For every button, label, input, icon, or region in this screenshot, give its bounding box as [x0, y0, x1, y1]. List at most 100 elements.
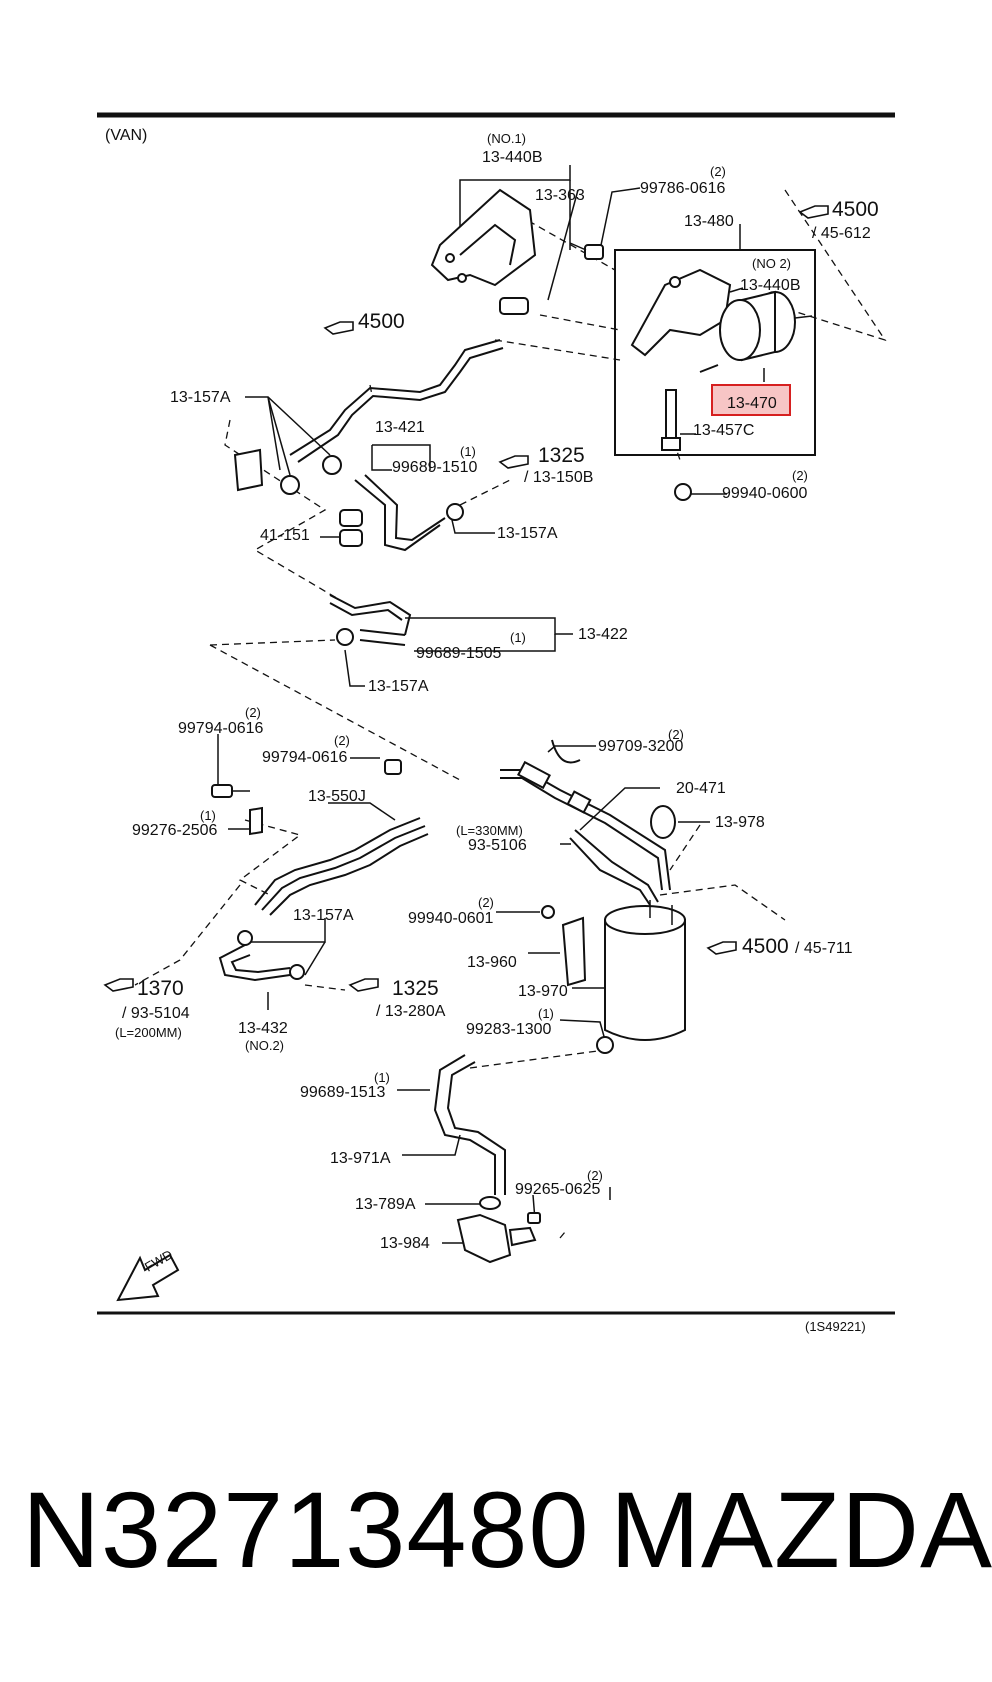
ref-13-150b: / 13-150B [524, 469, 593, 486]
label-99689-1510: 99689-1510 [392, 459, 478, 476]
ref-1325-b: 1325 [392, 977, 439, 1000]
valve-13-984 [456, 1213, 537, 1264]
label-13-432: 13-432 [238, 1020, 288, 1037]
label-99940-0600: 99940-0600 [722, 485, 808, 502]
label-no2-a: (NO 2) [752, 256, 791, 271]
hose-13-422 [329, 594, 412, 646]
bolt-99786 [569, 242, 604, 260]
drawing-id: (1S49221) [805, 1319, 866, 1334]
label-qty-2b: (2) [792, 468, 808, 483]
label-qty-2g: (2) [587, 1168, 603, 1183]
nut-99940-0601 [541, 905, 555, 919]
bracket-13-960 [561, 916, 587, 987]
filter-13-470 [699, 290, 813, 373]
clip-41-151 [339, 509, 363, 547]
ref-93-5104: / 93-5104 [122, 1005, 190, 1022]
clip-99276 [249, 806, 263, 836]
label-13-984: 13-984 [380, 1235, 430, 1252]
ref-45-612: / 45-612 [812, 225, 871, 242]
label-13-971a: 13-971A [330, 1150, 391, 1167]
label-93-5106: 93-5106 [468, 837, 527, 854]
label-13-789a: 13-789A [355, 1196, 416, 1213]
label-13-550j: 13-550J [308, 788, 366, 805]
label-99276-2506: 99276-2506 [132, 822, 218, 839]
label-13-970: 13-970 [518, 983, 568, 1000]
label-qty-1d: (1) [538, 1006, 554, 1021]
label-qty-1c: (1) [200, 808, 216, 823]
connector-13-363 [499, 297, 529, 315]
callout-labels: (VAN) (NO.1) 13-440B 13-363 (2) 99786-06… [105, 127, 879, 1334]
label-13-157a-4: 13-157A [293, 907, 354, 924]
clamp-99283 [596, 1036, 614, 1054]
label-qty-1b: (1) [510, 630, 526, 645]
label-13-157a-3: 13-157A [368, 678, 429, 695]
leader-lines [217, 165, 765, 1244]
ref-45-711: / 45-711 [795, 940, 853, 957]
part-number: N32713480 [22, 1469, 590, 1590]
pointing-hand-icons [103, 205, 829, 992]
label-99794-0616-a: 99794-0616 [178, 720, 264, 737]
fwd-arrow-icon [116, 1253, 180, 1302]
label-13-480: 13-480 [684, 213, 734, 230]
label-99794-0616-b: 99794-0616 [262, 749, 348, 766]
clamp-13-978 [650, 805, 676, 839]
bolt-13-457c [661, 389, 681, 451]
ref-13-280a: / 13-280A [376, 1003, 446, 1020]
label-13-157a-1: 13-157A [170, 389, 231, 406]
label-length-200: (L=200MM) [115, 1025, 182, 1040]
ref-4500-c: 4500 [742, 935, 789, 958]
label-13-157a-2: 13-157A [497, 525, 558, 542]
label-qty-2c: (2) [245, 705, 261, 720]
label-qty-1e: (1) [374, 1070, 390, 1085]
label-13-422: 13-422 [578, 626, 628, 643]
label-41-151: 41-151 [260, 527, 310, 544]
label-13-421: 13-421 [375, 419, 425, 436]
label-13-440b-a: 13-440B [482, 149, 543, 166]
label-99265-0625: 99265-0625 [515, 1181, 601, 1198]
fuel-pipe-upper [289, 339, 504, 463]
brand-name: MAZDA [610, 1469, 992, 1590]
highlight-box-13-470 [711, 384, 791, 416]
hose-20-471 [500, 760, 671, 891]
label-99283-1300: 99283-1300 [466, 1021, 552, 1038]
ref-4500-b: 4500 [358, 310, 405, 333]
assembly-box-13-480 [614, 249, 816, 456]
label-99689-1505: 99689-1505 [416, 645, 502, 662]
hose-93-5106 [569, 829, 659, 906]
ref-1325-a: 1325 [538, 444, 585, 467]
bolts-99794 [211, 759, 402, 798]
nut-99940-0600 [674, 483, 692, 501]
label-13-960: 13-960 [467, 954, 517, 971]
label-length-330: (L=330MM) [456, 823, 523, 838]
clip-99709 [551, 739, 581, 764]
label-qty-1a: (1) [460, 444, 476, 459]
pipe-13-550j [254, 817, 429, 916]
ref-1370: 1370 [137, 977, 184, 1000]
bracket-no1 [430, 188, 537, 287]
canister-13-970 [604, 900, 686, 1041]
label-no1: (NO.1) [487, 131, 526, 146]
label-13-440b-b: 13-440B [740, 277, 801, 294]
ref-4500-a: 4500 [832, 198, 879, 221]
hose-13-432 [218, 930, 305, 982]
label-99689-1513: 99689-1513 [300, 1084, 386, 1101]
clamp-lower-157a [446, 503, 464, 521]
label-13-978: 13-978 [715, 814, 765, 831]
label-13-457c: 13-457C [693, 422, 754, 439]
hose-13-971a [433, 1054, 506, 1195]
screw-99265 [527, 1212, 541, 1224]
label-13-363: 13-363 [535, 187, 585, 204]
label-qty-2d: (2) [334, 733, 350, 748]
variant-label: (VAN) [105, 127, 147, 144]
label-99786-0616: 99786-0616 [640, 180, 726, 197]
label-qty-2e: (2) [668, 727, 684, 742]
clamps-13-157a [233, 448, 342, 495]
hose-13-421 [354, 474, 446, 552]
label-99940-0601: 99940-0601 [408, 910, 494, 927]
clamp-13-789a [479, 1196, 501, 1210]
label-qty-2a: (2) [710, 164, 726, 179]
label-20-471: 20-471 [676, 780, 726, 797]
label-99709-3200: 99709-3200 [598, 738, 684, 755]
label-13-470: 13-470 [727, 395, 777, 412]
